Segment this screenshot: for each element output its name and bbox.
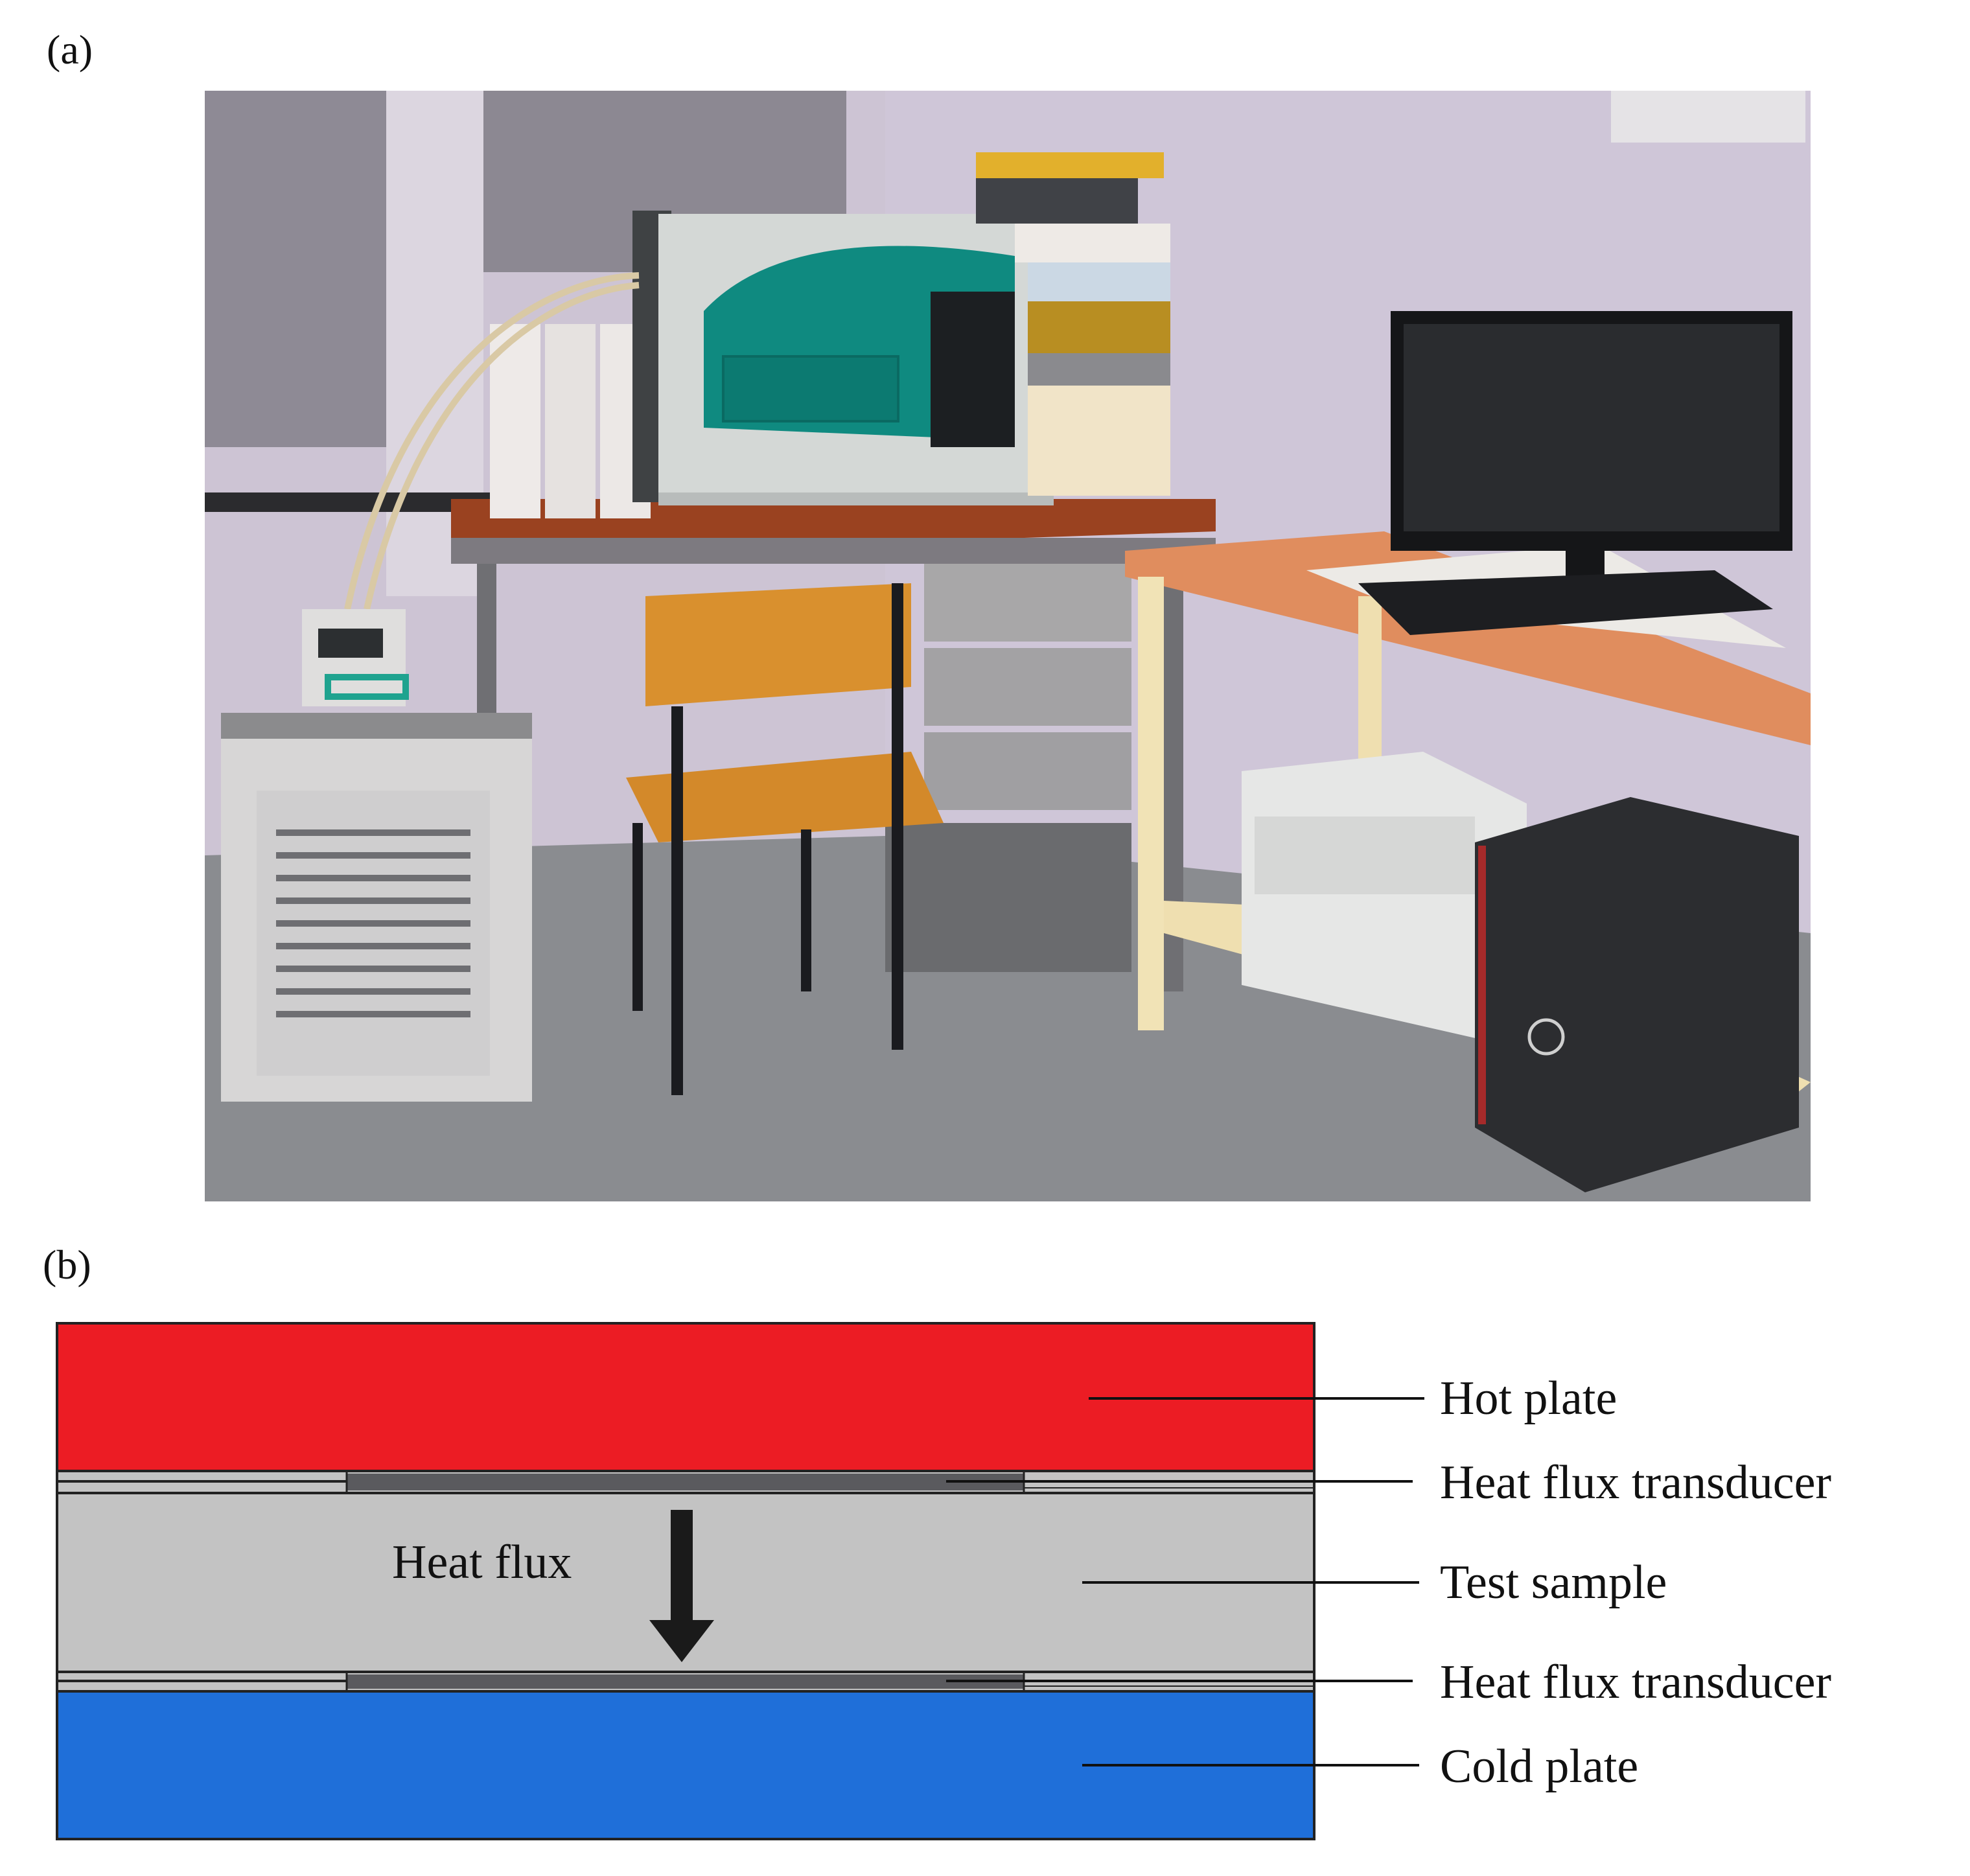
chiller	[221, 609, 532, 1102]
bottom-transducer	[56, 1671, 1315, 1693]
tubing	[344, 272, 640, 610]
monitor	[1358, 311, 1792, 635]
heat-flux-label: Heat flux	[392, 1536, 572, 1589]
label-cold-plate: Cold plate	[1440, 1740, 1638, 1793]
pc-tower	[1475, 797, 1799, 1192]
binders	[490, 324, 651, 518]
panel-label-b: (b)	[43, 1242, 91, 1288]
label-top-transducer: Heat flux transducer	[1440, 1456, 1831, 1509]
label-hot-plate: Hot plate	[1440, 1372, 1617, 1425]
label-test-sample: Test sample	[1440, 1556, 1667, 1609]
heat-flux-arrow	[649, 1510, 714, 1662]
label-bottom-transducer: Heat flux transducer	[1440, 1656, 1831, 1709]
panel-label-a: (a)	[47, 27, 93, 73]
heat-flow-meter	[632, 211, 1054, 505]
leader-lines	[946, 1397, 1424, 1766]
wall-left-panel	[205, 91, 419, 447]
sample-stack	[976, 152, 1170, 496]
chair	[626, 583, 944, 1095]
printer	[1242, 752, 1527, 1050]
lab-setup-photo	[205, 91, 1811, 1201]
heat-flow-schematic: Heat flux Hot plate Heat flux transducer…	[56, 1322, 1831, 1840]
